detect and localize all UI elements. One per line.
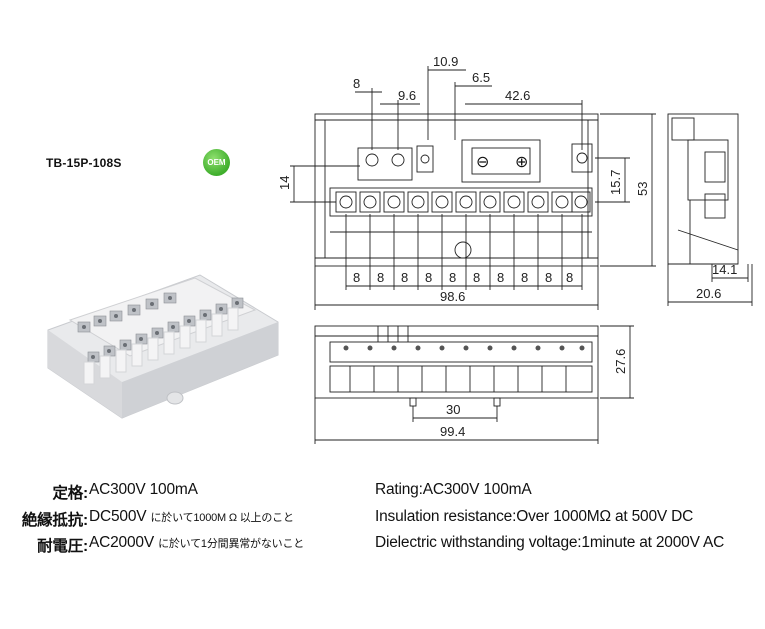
dim-30: 30 <box>446 402 460 417</box>
spec-en-rating: Rating:AC300V 100mA <box>375 481 532 498</box>
plus-symbol: ⊕ <box>515 154 528 171</box>
dim-14: 14 <box>277 176 292 190</box>
dim-9-6: 9.6 <box>398 88 416 103</box>
pitch-label: 8 <box>545 270 552 285</box>
dim-99-4: 99.4 <box>440 424 465 439</box>
pitch-labels: 8 8 8 8 8 8 8 8 8 8 <box>353 270 573 285</box>
dim-8-top: 8 <box>353 76 360 91</box>
spec-jp-value-dielectric: AC2000V に於いて1分間異常がないこと <box>89 534 305 551</box>
dim-20-6: 20.6 <box>696 286 721 301</box>
pitch-label: 8 <box>449 270 456 285</box>
terminal-block-photo <box>47 274 279 419</box>
spec-jp-value-rating: AC300V 100mA <box>89 481 198 498</box>
pitch-label: 8 <box>401 270 408 285</box>
pitch-label: 8 <box>497 270 504 285</box>
dim-42-6: 42.6 <box>505 88 530 103</box>
pitch-label: 8 <box>473 270 480 285</box>
dim-10-9: 10.9 <box>433 54 458 69</box>
oem-badge: OEM <box>203 149 230 176</box>
dim-15-7: 15.7 <box>608 170 623 195</box>
pitch-label: 8 <box>377 270 384 285</box>
model-label: TB-15P-108S <box>46 156 122 170</box>
dim-98-6: 98.6 <box>440 289 465 304</box>
spec-jp-label-rating: 定格: <box>52 485 88 502</box>
top-view-outline <box>314 113 599 267</box>
bottom-view <box>314 325 599 407</box>
minus-symbol: ⊖ <box>476 154 489 171</box>
dim-6-5: 6.5 <box>472 70 490 85</box>
spec-en-dielectric: Dielectric withstanding voltage:1minute … <box>375 534 725 551</box>
spec-jp-label-dielectric: 耐電圧: <box>37 538 88 555</box>
side-view <box>667 113 739 265</box>
pitch-label: 8 <box>425 270 432 285</box>
screw-terminals <box>335 152 591 213</box>
pitch-label: 8 <box>566 270 573 285</box>
spec-jp-label-insulation: 絶縁抵抗: <box>21 512 88 529</box>
dim-14-1: 14.1 <box>712 262 737 277</box>
spec-jp-value-insulation: DC500V に於いて1000M Ω 以上のこと <box>89 508 294 525</box>
spec-en-insulation: Insulation resistance:Over 1000MΩ at 500… <box>375 508 694 525</box>
pitch-label: 8 <box>521 270 528 285</box>
dim-53: 53 <box>635 182 650 196</box>
dim-27-6: 27.6 <box>613 349 628 374</box>
polarity-plate <box>461 139 541 183</box>
pitch-label: 8 <box>353 270 360 285</box>
